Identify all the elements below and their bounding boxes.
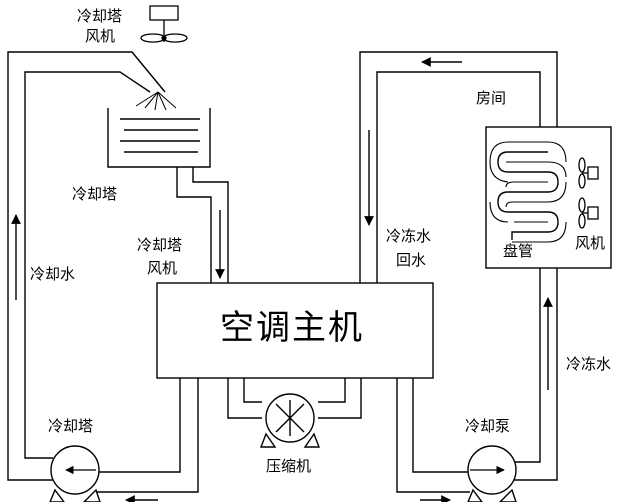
spray-nozzles <box>135 91 177 111</box>
chilled-pump <box>467 445 517 502</box>
tower-outlet-pipe-inner <box>192 167 229 283</box>
coil-supply-pipe-outer <box>512 268 558 481</box>
compressor-loop-right <box>318 378 362 419</box>
label-tower-fan-top-1: 冷却塔 <box>77 7 123 25</box>
cooling-water-outer-pipe <box>7 51 166 481</box>
chilled-supply-pipe <box>412 378 470 473</box>
room <box>485 126 612 269</box>
label-main-unit: 空调主机 <box>220 308 364 348</box>
label-room: 房间 <box>476 89 507 107</box>
label-tower-fan-left-2: 风机 <box>147 259 178 277</box>
label-chilled-water: 冷冻水 <box>566 355 612 373</box>
cooling-water-inner-pipe <box>24 71 151 459</box>
main-unit <box>156 282 434 419</box>
tower-fan-icon <box>140 5 188 43</box>
cooling-tower <box>107 91 211 168</box>
compressor-loop <box>227 378 262 419</box>
room-box <box>485 126 612 269</box>
compressor-loop-inner-right <box>318 378 346 403</box>
label-cooling-tower: 冷却塔 <box>72 185 118 203</box>
cooling-pump <box>49 445 101 502</box>
label-chilled-pump: 冷却泵 <box>465 417 511 435</box>
label-tower-fan-top-2: 风机 <box>85 27 116 45</box>
coil-supply-pipe <box>512 268 541 463</box>
piping <box>7 51 558 493</box>
flow-arrows <box>11 57 553 502</box>
room-fan-icon-top <box>578 157 599 189</box>
tower-outlet-pipe <box>176 167 212 283</box>
main-unit-box <box>156 282 434 379</box>
compressor <box>259 393 321 448</box>
label-coil: 盘管 <box>503 242 534 260</box>
compressor-loop-inner-left <box>243 378 262 403</box>
label-cooling-water: 冷却水 <box>30 265 76 283</box>
label-tower-fan-left-1: 冷却塔 <box>137 236 183 254</box>
chilled-return-inner-pipe <box>376 71 541 283</box>
label-compressor: 压缩机 <box>266 457 312 475</box>
label-chilled-return-2: 回水 <box>396 251 427 269</box>
label-cooling-pump: 冷却塔 <box>48 417 94 435</box>
coil-serpentine <box>497 151 559 240</box>
cooling-supply-pipe <box>96 378 181 473</box>
cooling-tower-basin <box>107 108 211 168</box>
room-fan-icon-bottom <box>578 197 599 229</box>
chilled-supply-pipe-inner <box>396 378 470 493</box>
label-chilled-return-1: 冷冻水 <box>386 227 432 245</box>
cooling-supply-pipe-inner <box>96 378 199 493</box>
label-fan: 风机 <box>575 234 606 252</box>
chilled-return-outer-pipe <box>359 51 558 283</box>
room-fan-icons <box>578 157 599 229</box>
